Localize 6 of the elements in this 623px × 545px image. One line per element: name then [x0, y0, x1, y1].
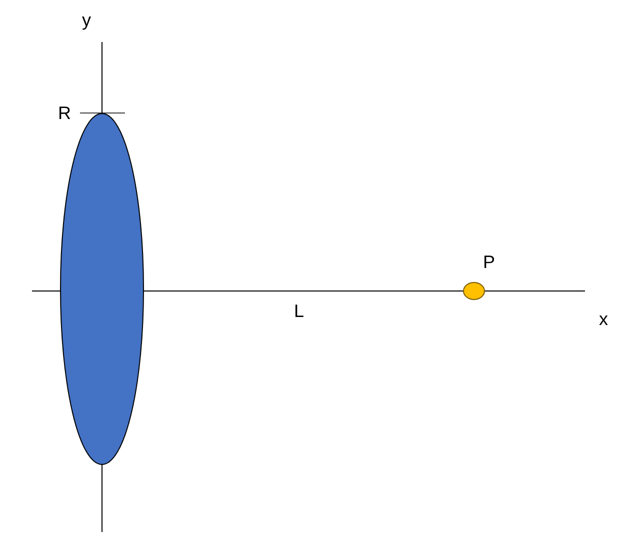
point-marker — [463, 282, 485, 300]
dimension-label: R — [58, 103, 71, 123]
axis-label: x — [599, 309, 608, 329]
axis-label: y — [82, 10, 91, 30]
dimension-label: L — [294, 301, 304, 321]
point-label: P — [483, 252, 496, 272]
